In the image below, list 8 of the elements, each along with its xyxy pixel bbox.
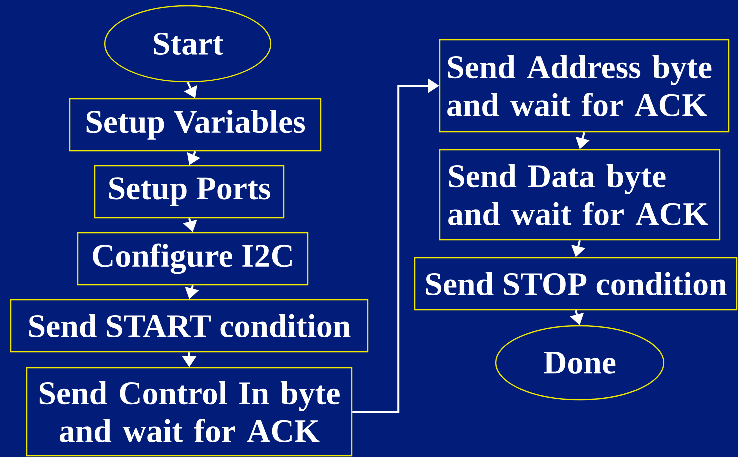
process-box: Send START condition xyxy=(10,299,369,353)
process-box: Send Address byte and wait for ACK xyxy=(439,39,730,133)
process-box: Setup Ports xyxy=(94,165,285,219)
process-box: Send Data byte and wait for ACK xyxy=(439,149,721,241)
process-box: Send STOP condition xyxy=(414,257,738,311)
process-box: Send Control In byte and wait for ACK xyxy=(26,367,353,457)
process-box: Configure I2C xyxy=(77,232,309,286)
process-box: Setup Variables xyxy=(69,98,322,152)
